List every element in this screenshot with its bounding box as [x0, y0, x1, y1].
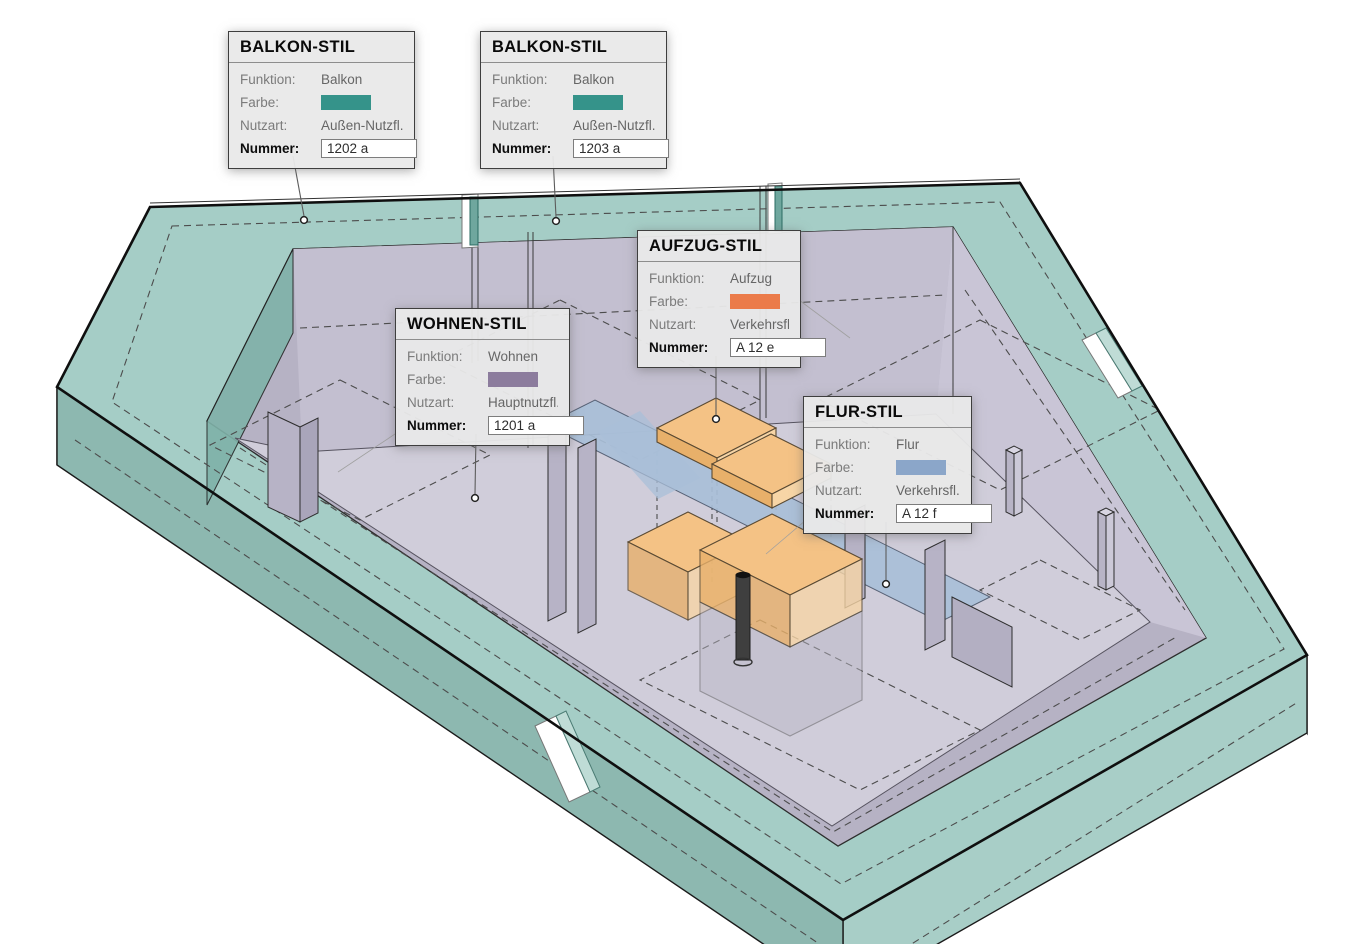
- nutzart-value: Außen-Nutzfl...: [573, 118, 655, 133]
- color-swatch[interactable]: [730, 294, 780, 309]
- drain-pipe: [733, 571, 753, 667]
- nutzart-label: Nutzart:: [649, 317, 697, 332]
- panel-title: BALKON-STIL: [229, 32, 414, 63]
- nummer-input[interactable]: [730, 338, 826, 357]
- nummer-label: Nummer:: [815, 506, 875, 521]
- anchor-flur: [881, 579, 891, 589]
- anchor-wohnen: [470, 493, 480, 503]
- color-swatch[interactable]: [896, 460, 946, 475]
- nummer-input[interactable]: [321, 139, 417, 158]
- funktion-label: Funktion:: [407, 349, 463, 364]
- funktion-value: Balkon: [573, 72, 615, 87]
- nutzart-value: Außen-Nutzfl...: [321, 118, 403, 133]
- style-panel-wohnen: WOHNEN-STIL Funktion: Wohnen Farbe: Nutza…: [395, 308, 584, 446]
- funktion-value: Balkon: [321, 72, 363, 87]
- funktion-value: Aufzug: [730, 271, 773, 286]
- funktion-label: Funktion:: [240, 72, 296, 87]
- style-panel-balkon-1202a: BALKON-STIL Funktion: Balkon Farbe: Nutza…: [228, 31, 417, 169]
- farbe-label: Farbe:: [492, 95, 532, 110]
- anchor-balkon-1203a: [551, 216, 561, 226]
- nutzart-value: Verkehrsfl...: [730, 317, 789, 332]
- panel-title: AUFZUG-STIL: [638, 231, 800, 262]
- nummer-label: Nummer:: [407, 418, 467, 433]
- nummer-input[interactable]: [488, 416, 584, 435]
- nutzart-value: Verkehrsfl...: [896, 483, 960, 498]
- nummer-input[interactable]: [573, 139, 669, 158]
- nummer-label: Nummer:: [240, 141, 300, 156]
- building-outline: [55, 181, 1309, 922]
- panel-title: WOHNEN-STIL: [396, 309, 569, 340]
- style-panel-flur: FLUR-STIL Funktion: Flur Farbe: Nutzart: V…: [803, 396, 992, 534]
- panel-title: BALKON-STIL: [481, 32, 666, 63]
- elevator-core-upper[interactable]: [655, 397, 833, 509]
- farbe-label: Farbe:: [407, 372, 447, 387]
- color-swatch[interactable]: [488, 372, 538, 387]
- anchor-aufzug: [711, 414, 721, 424]
- interior-wall-right: [936, 227, 1206, 638]
- nutzart-label: Nutzart:: [407, 395, 455, 410]
- funktion-label: Funktion:: [649, 271, 705, 286]
- color-swatch[interactable]: [321, 95, 371, 110]
- column: [1096, 507, 1116, 591]
- style-panel-balkon-1203a: BALKON-STIL Funktion: Balkon Farbe: Nutza…: [480, 31, 669, 169]
- nummer-label: Nummer:: [492, 141, 552, 156]
- nummer-label: Nummer:: [649, 340, 709, 355]
- farbe-label: Farbe:: [240, 95, 280, 110]
- nutzart-value: Hauptnutzfl..: [488, 395, 558, 410]
- farbe-label: Farbe:: [649, 294, 689, 309]
- funktion-value: Flur: [896, 437, 920, 452]
- nutzart-label: Nutzart:: [240, 118, 288, 133]
- nummer-input[interactable]: [896, 504, 992, 523]
- nutzart-label: Nutzart:: [492, 118, 540, 133]
- column: [1004, 445, 1024, 517]
- funktion-label: Funktion:: [815, 437, 871, 452]
- nutzart-label: Nutzart:: [815, 483, 863, 498]
- balcony-inner-wall: [206, 248, 294, 506]
- anchor-balkon-1202a: [299, 215, 309, 225]
- panel-title: FLUR-STIL: [804, 397, 971, 428]
- farbe-label: Farbe:: [815, 460, 855, 475]
- style-panel-aufzug: AUFZUG-STIL Funktion: Aufzug Farbe: Nutza…: [637, 230, 826, 368]
- funktion-value: Wohnen: [488, 349, 539, 364]
- funktion-label: Funktion:: [492, 72, 548, 87]
- color-swatch[interactable]: [573, 95, 623, 110]
- leader-anchors[interactable]: [299, 215, 891, 589]
